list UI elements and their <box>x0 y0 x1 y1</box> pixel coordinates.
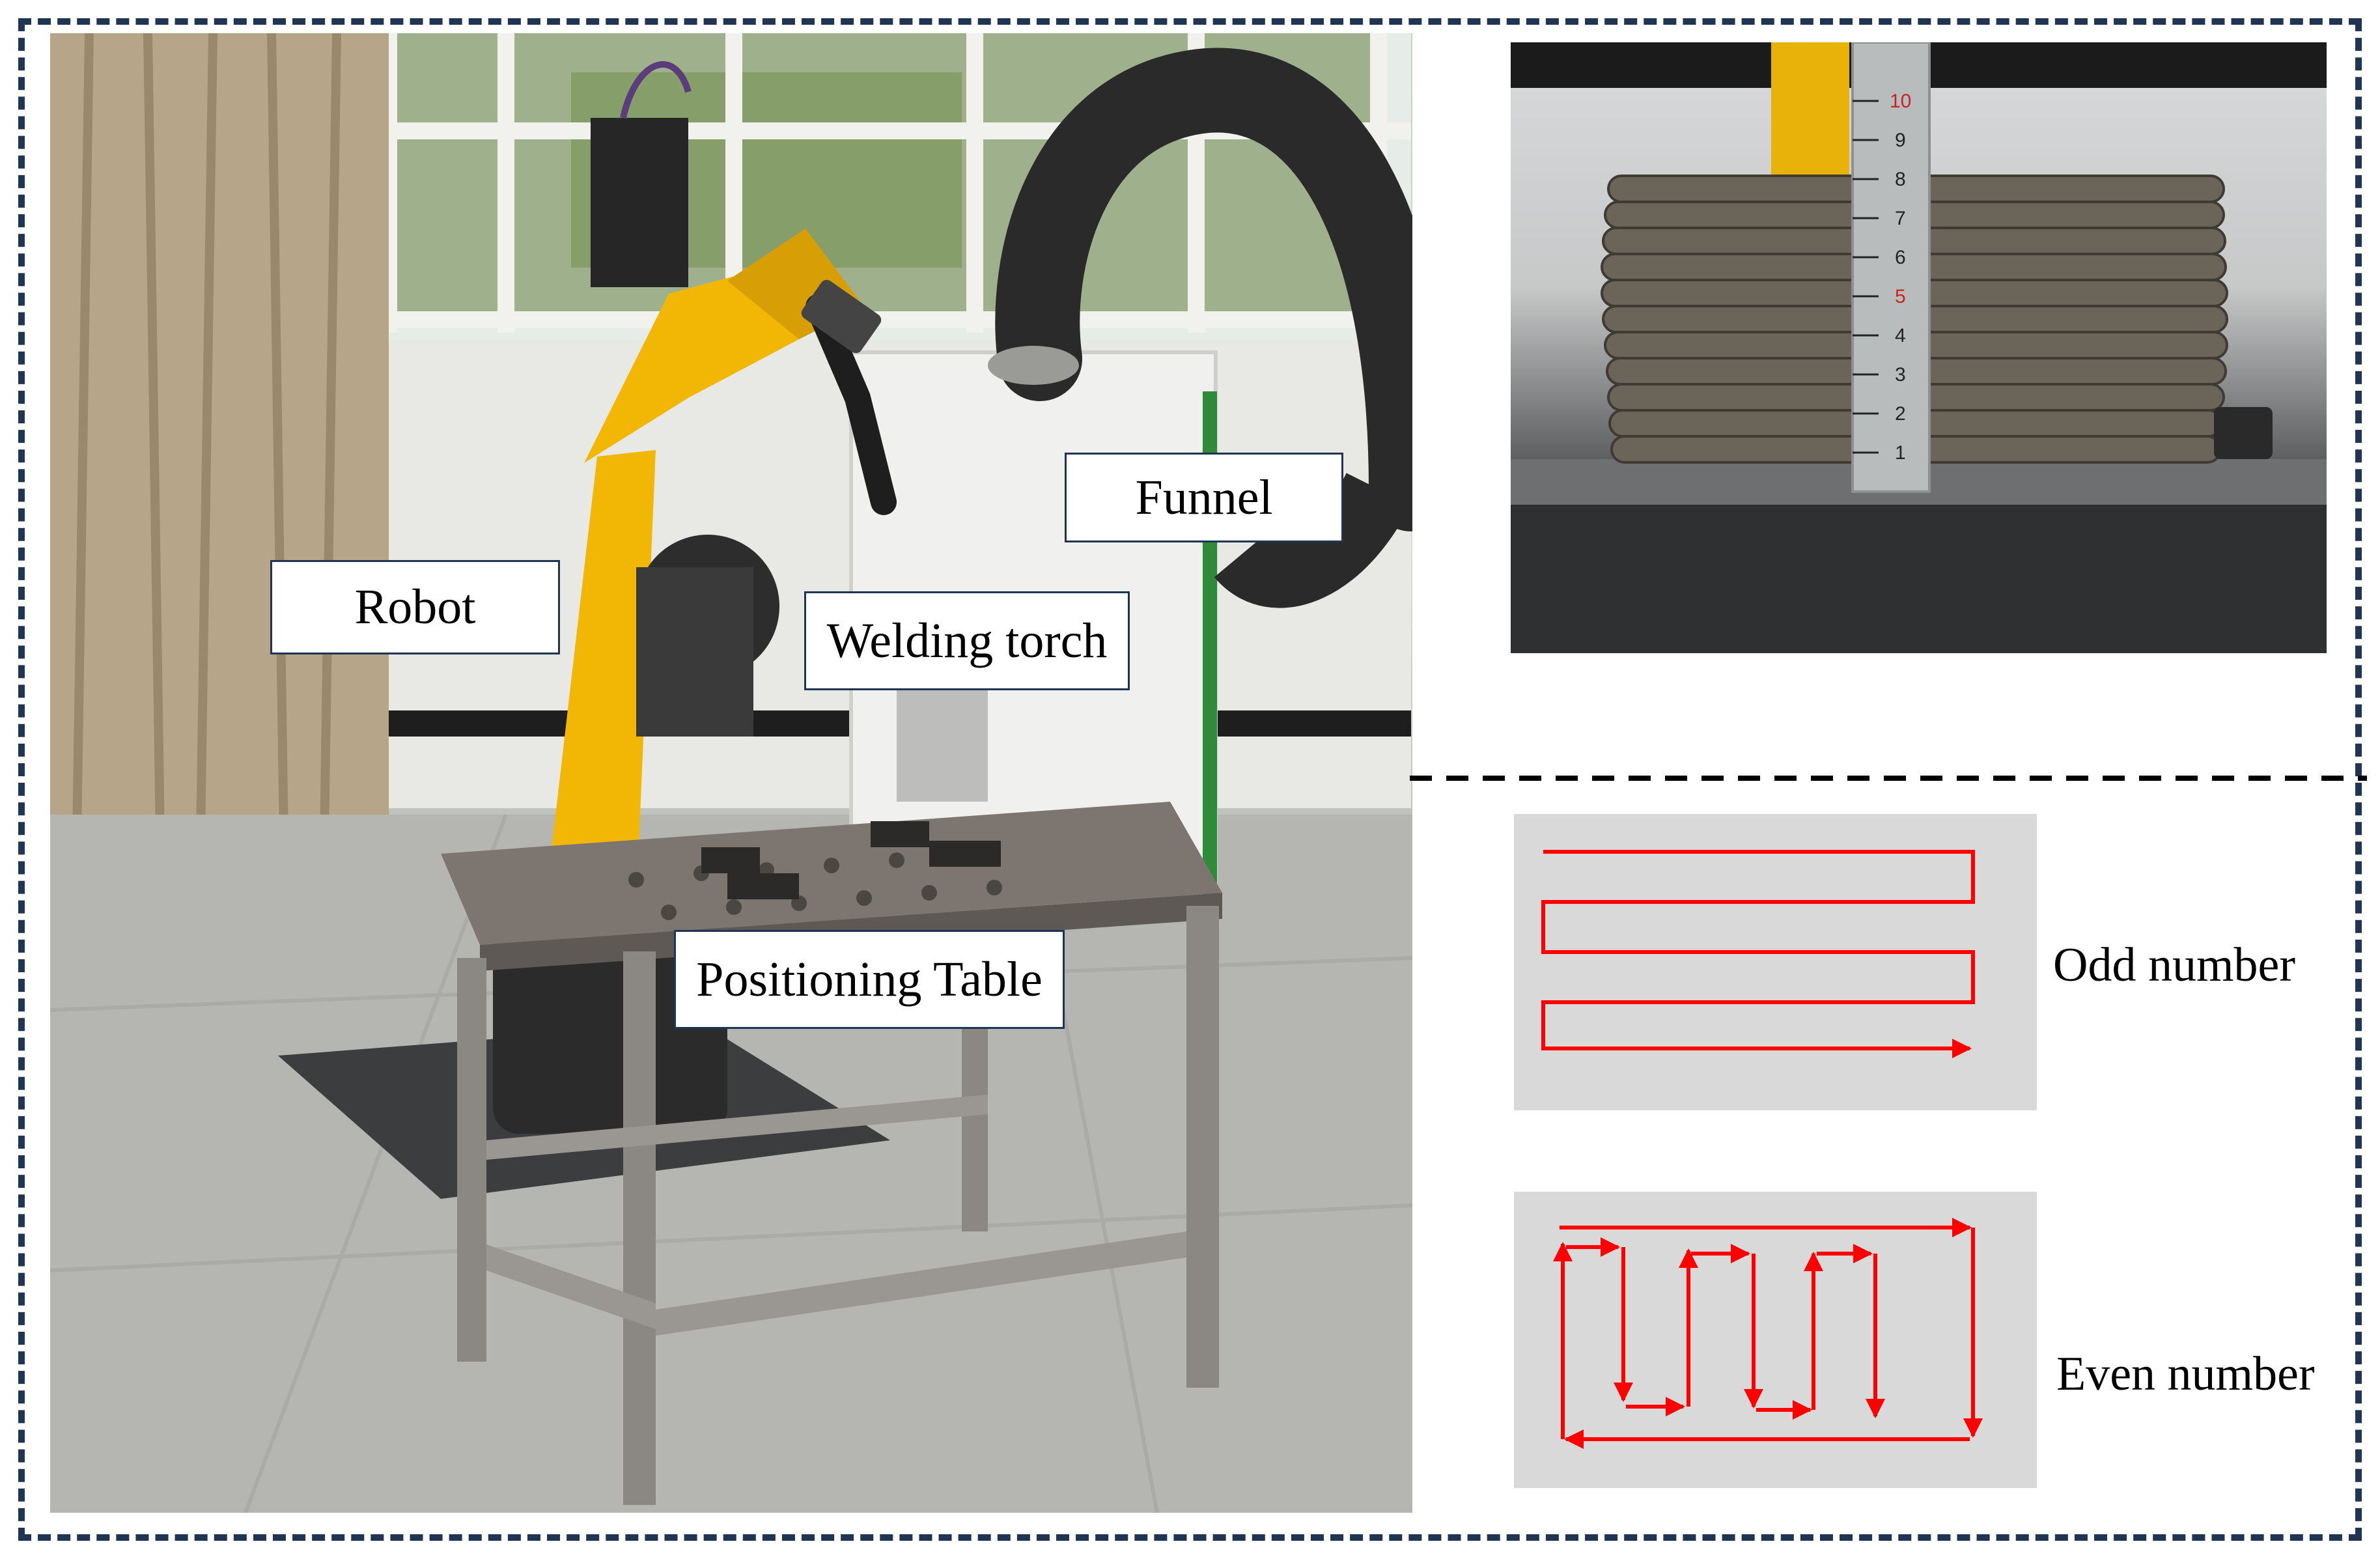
welding-setup-illustration <box>50 33 1412 1513</box>
ruler-tick-6: 6 <box>1895 247 1906 268</box>
funnel-label-text: Funnel <box>1135 470 1273 525</box>
robot-label-text: Robot <box>354 580 476 634</box>
ruler-tick-5: 5 <box>1895 286 1906 307</box>
ruler-tick-7: 7 <box>1895 208 1906 229</box>
ruler-tick-8: 8 <box>1895 169 1906 190</box>
odd-path-line <box>1541 850 1975 1058</box>
welding-setup-photo <box>50 33 1412 1513</box>
welding-torch-label: Welding torch <box>804 591 1130 690</box>
ruler-tick-10: 10 <box>1890 91 1911 112</box>
odd-number-caption: Odd number <box>2053 938 2295 992</box>
positioning-table-label-text: Positioning Table <box>696 951 1043 1007</box>
funnel-label: Funnel <box>1065 453 1343 542</box>
odd-zigzag-path <box>1541 850 1975 1058</box>
even-number-caption: Even number <box>2056 1347 2315 1401</box>
robot-label: Robot <box>270 560 560 654</box>
ruler-tick-1: 1 <box>1895 442 1906 464</box>
ruler-tick-4: 4 <box>1895 325 1906 346</box>
ruler-tick-3: 3 <box>1895 364 1906 386</box>
even-path-diagram-panel <box>1514 1192 2037 1488</box>
welding-torch-label-text: Welding torch <box>826 613 1108 668</box>
even-path-segments <box>1553 1218 1983 1449</box>
deposited-sample-photo: 1 2 3 4 5 6 7 8 9 10 <box>1511 42 2327 653</box>
ruler-tick-2: 2 <box>1895 403 1906 425</box>
ruler-tick-9: 9 <box>1895 130 1906 151</box>
even-zigzag-path <box>1553 1218 1983 1449</box>
dashed-divider <box>1410 776 2367 781</box>
odd-path-diagram-panel <box>1514 814 2037 1110</box>
deposited-sample-illustration: 1 2 3 4 5 6 7 8 9 10 <box>1511 42 2327 653</box>
positioning-table-label: Positioning Table <box>674 930 1065 1029</box>
